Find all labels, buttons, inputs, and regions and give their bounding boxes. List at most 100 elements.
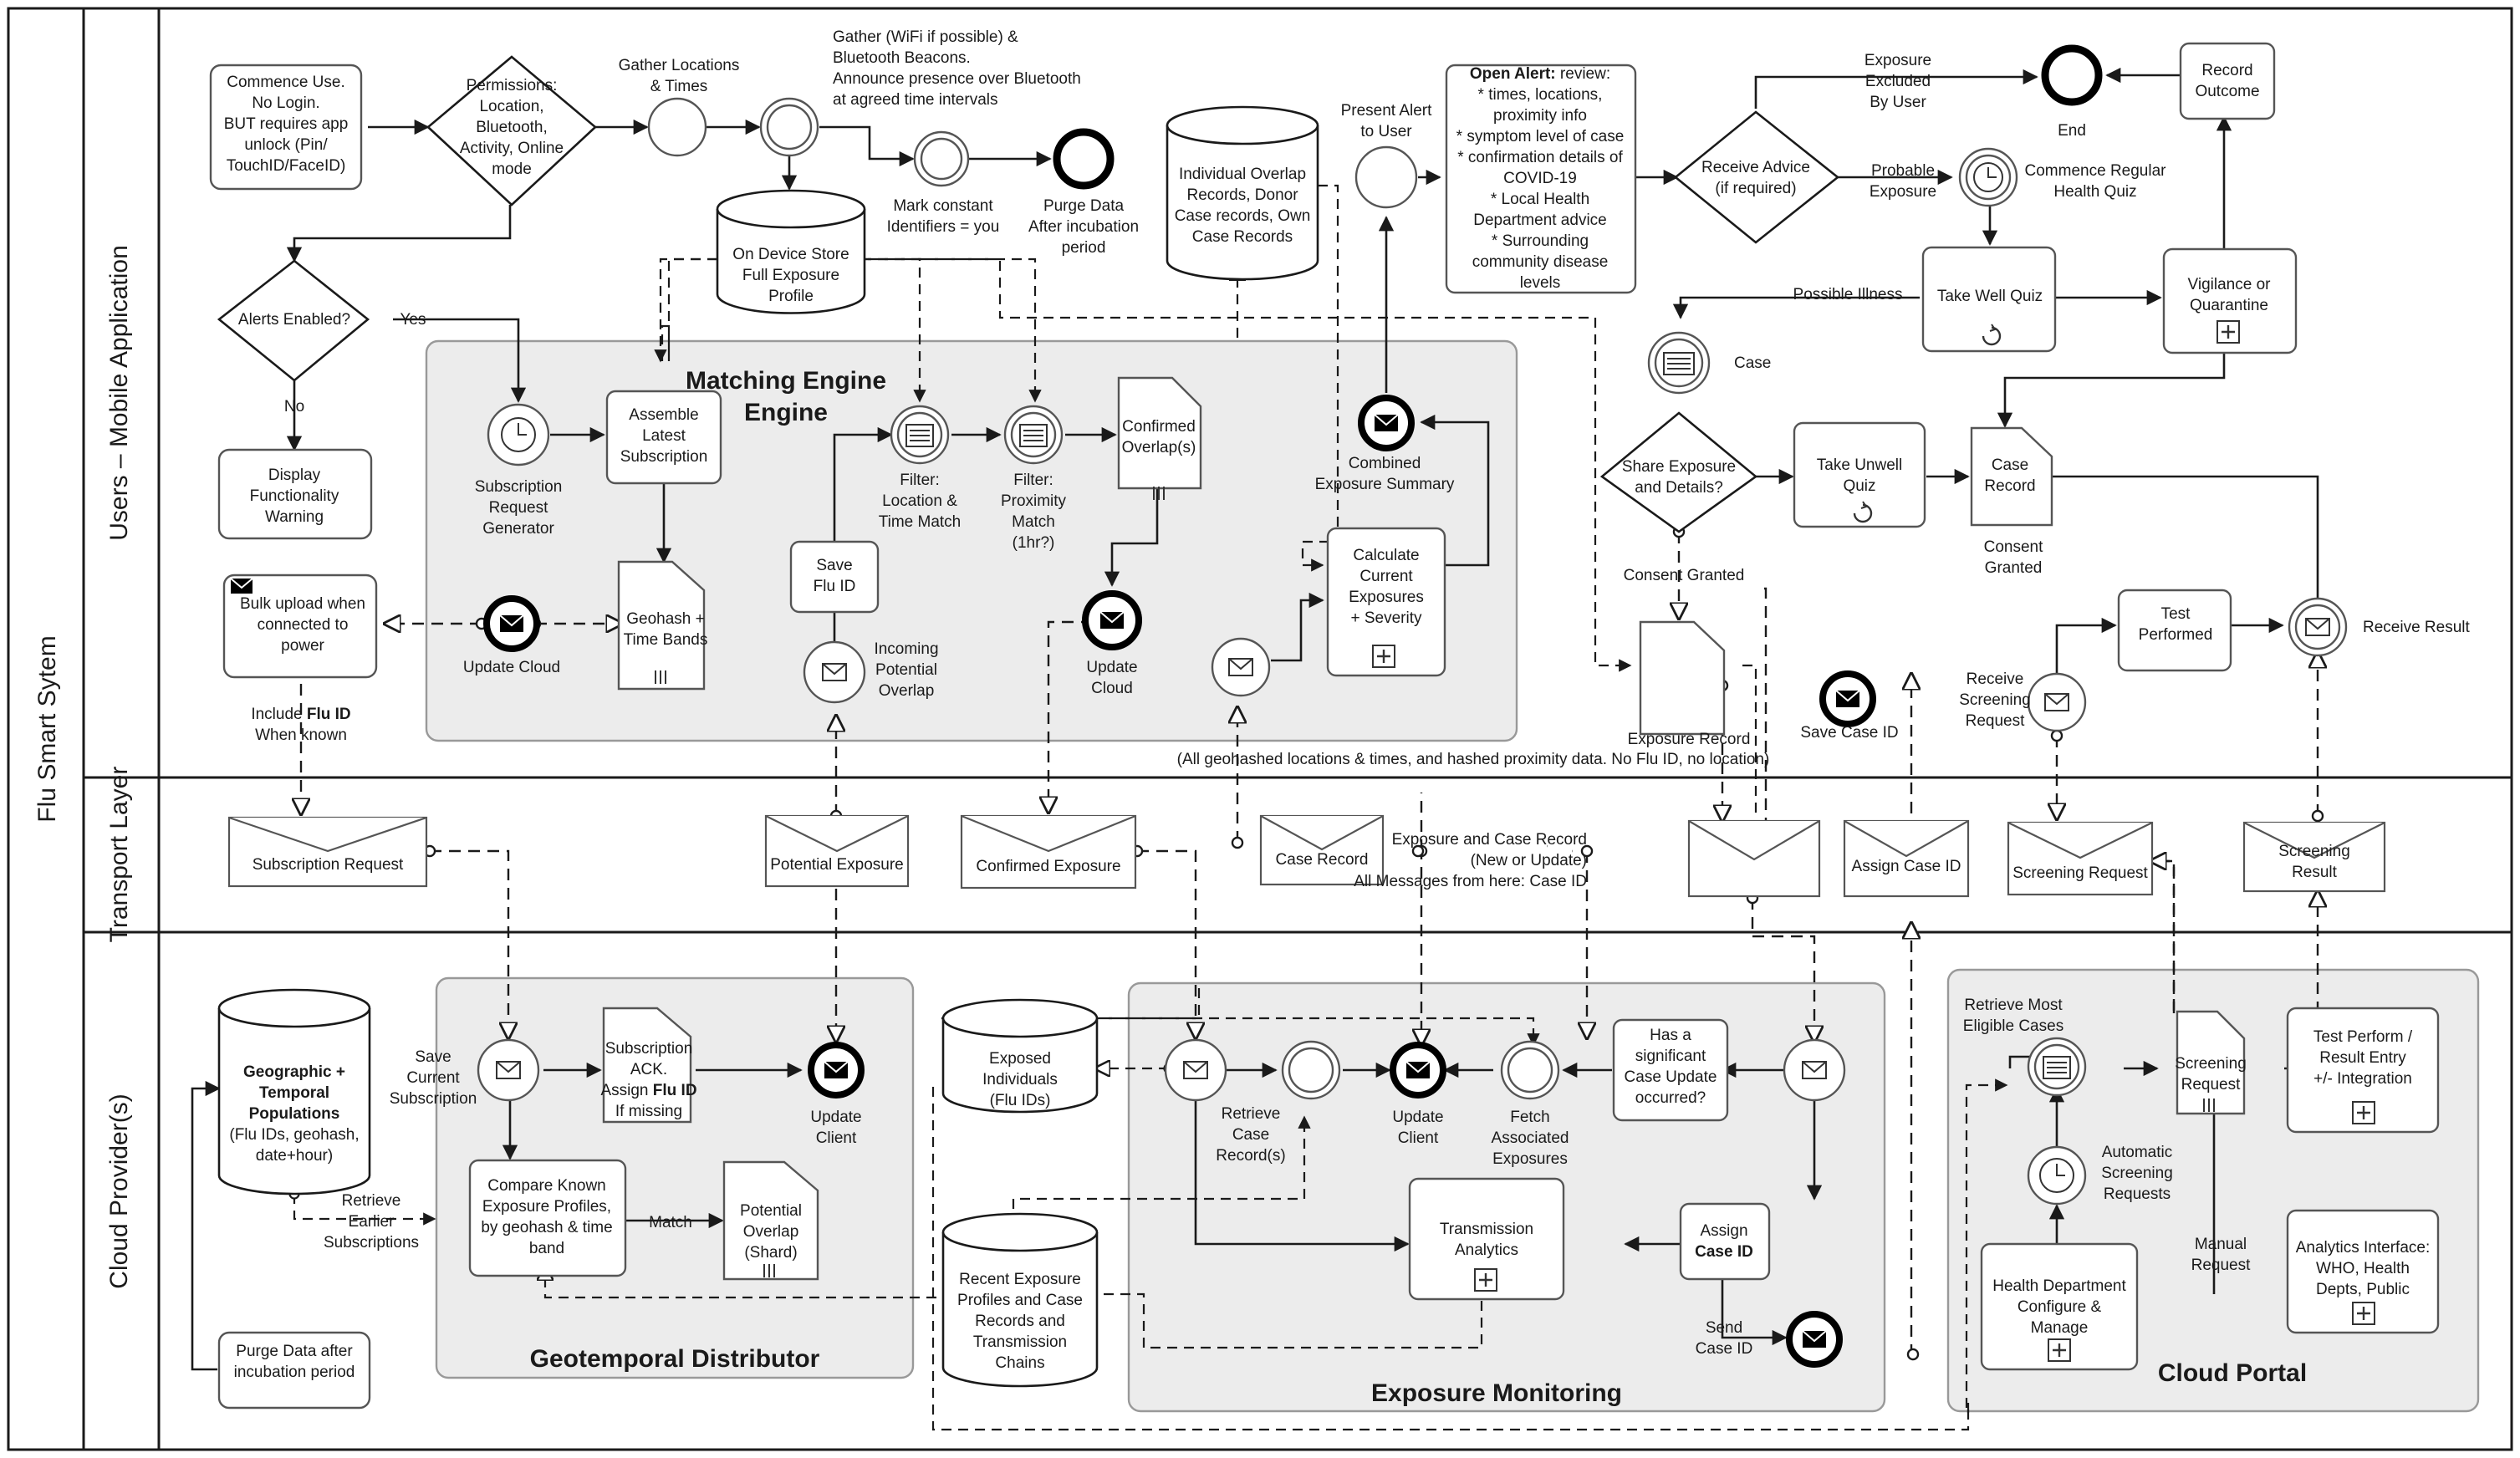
open-alert-label: * Local Health [1491,191,1589,208]
open-alert-label: * Surrounding [1492,232,1589,250]
msg-case-record-label: Case Record [1276,851,1369,869]
geohash-label: Time Bands [624,631,708,649]
list-icon [1019,424,1048,447]
envelope-icon [1802,1330,1827,1348]
consent-granted2-label: Granted [1985,559,2043,577]
recent-profiles-label: Records and [975,1313,1065,1330]
bulk-upload-label: Bulk upload when [240,595,365,613]
retrieve-case-label: Record(s) [1216,1147,1285,1165]
gather-wifi-label: Bluetooth Beacons. [833,49,971,67]
save-flu-id-label: Save [816,557,852,574]
msg-assign-case-label: Assign Case ID [1852,858,1961,875]
exposure-case-record-label: (New or Update) [1471,852,1587,869]
filter-prox-label: (1hr?) [1013,534,1055,552]
case-event-label: Case [1734,354,1771,372]
filter-prox-label: Match [1012,513,1055,531]
significant-update-label: occurred? [1635,1089,1706,1107]
lane-label: Transport Layer [105,767,133,943]
envelope-icon [1835,690,1860,707]
sub-req-gen-label: Request [489,499,548,517]
geo-pop-label: (Flu IDs, geohash, [229,1126,359,1144]
commence-label: TouchID/FaceID) [227,157,346,175]
combined-summary-label: Exposure Summary [1315,476,1455,493]
sub-req-gen-label: Subscription [475,478,563,496]
collection-icon [763,1264,775,1277]
purge-after-label: Purge Data after [236,1343,353,1360]
commence-quiz-label: Commence Regular [2025,162,2167,180]
task-boxes [209,42,2440,1410]
retrieve-earlier-label: Earlier [349,1213,395,1231]
geohash-label: Geohash + [626,610,705,628]
combined-summary-label: Combined [1349,455,1421,472]
expand-icon [1372,645,1395,668]
msg-subscription-label: Subscription Request [253,856,404,874]
diagram-labels: Commence Use.No Login.BUT requires appun… [224,28,2471,1381]
subprocess-title: Cloud Portal [2158,1359,2307,1387]
commence-label: No Login. [252,94,319,112]
open-alert-label: Open Alert: review: [1470,65,1610,83]
present-alert-label: Present Alert [1341,102,1432,120]
message-envelopes [227,814,2386,898]
present-alert-label: to User [1360,123,1412,140]
purge-after-label: incubation period [234,1364,355,1381]
mark-ids-label: Mark constant [893,197,993,215]
save-current-sub-label: Current [406,1069,460,1087]
retrieve-earlier-label: Retrieve [342,1192,401,1210]
device-store-label: Full Exposure [742,267,839,284]
data-stores [217,105,1319,1388]
consent-granted2-label: Consent [1984,538,2043,556]
send-case-id-label: Case ID [1696,1340,1753,1358]
clock-icon [1973,162,2003,192]
analytics-interface-label: WHO, Health [2316,1260,2410,1277]
case-record-doc-label: Case [1992,456,2028,474]
sub-ack-label: If missing [615,1103,682,1120]
test-perform-entry-label: Test Perform / [2313,1028,2413,1046]
collection-icon [655,670,666,684]
significant-update-label: Has a [1650,1027,1691,1044]
bulk-upload-label: power [281,637,324,655]
assign-case-id-label: Case ID [1695,1243,1753,1261]
potential-overlap-shard-label: Potential [740,1202,802,1220]
permissions-label: Permissions: [467,77,558,94]
no-label: No [284,398,304,415]
envelope-icon [1405,1061,1431,1078]
envelope-icon [1228,658,1253,676]
fetch-exposures-label: Fetch [1510,1109,1550,1126]
mark-ids-label: Identifiers = you [887,218,1000,236]
gather-locations-label: & Times [650,78,708,95]
take-unwell-quiz-label: Quiz [1843,477,1875,495]
documents [602,376,2246,1281]
receive-screening-label: Request [1966,712,2025,730]
display-warning-label: Functionality [250,487,339,505]
open-alert-label: community disease [1472,253,1609,271]
compare-profiles-label: Exposure Profiles, [482,1198,611,1216]
list-icon [2043,1056,2071,1079]
open-alert-label: * times, locations, [1478,86,1603,104]
include-flu-label: When known [255,726,347,744]
subprocess-title: Matching Engine [686,367,886,395]
analytics-interface-label: Depts, Public [2316,1281,2410,1298]
sub-ack-label: Assign Flu ID [600,1082,696,1099]
test-perform-entry-label: Result Entry [2319,1049,2406,1067]
collection-icon [1153,487,1165,500]
retrieve-earlier-label: Subscriptions [324,1234,419,1252]
commence-label: BUT requires app [224,115,349,133]
recent-profiles-label: Transmission [973,1333,1067,1351]
clock-icon [2039,1158,2074,1193]
msg-screening-req-label: Screening Request [2012,864,2148,882]
subprocess-title: Geotemporal Distributor [530,1345,820,1373]
filter-loc-label: Time Match [879,513,962,531]
include-flu-label: Include Flu ID [251,706,350,723]
probable-exposure-label: Exposure [1870,183,1936,201]
permissions-label: mode [492,161,532,178]
device-store-label: Profile [768,288,814,305]
exposure-excluded-label: Excluded [1865,73,1931,90]
envelope-icon [230,578,253,594]
events [477,44,2348,1368]
gateways [217,55,1840,533]
take-unwell-quiz-label: Take Unwell [1817,456,1902,474]
fetch-exposures-label: Associated [1492,1129,1569,1147]
msg-screening-result-label: Screening [2278,843,2350,860]
update-cloud-label: Update Cloud [463,659,560,676]
exposure-record-doc-label: Exposure Record [1628,731,1751,748]
